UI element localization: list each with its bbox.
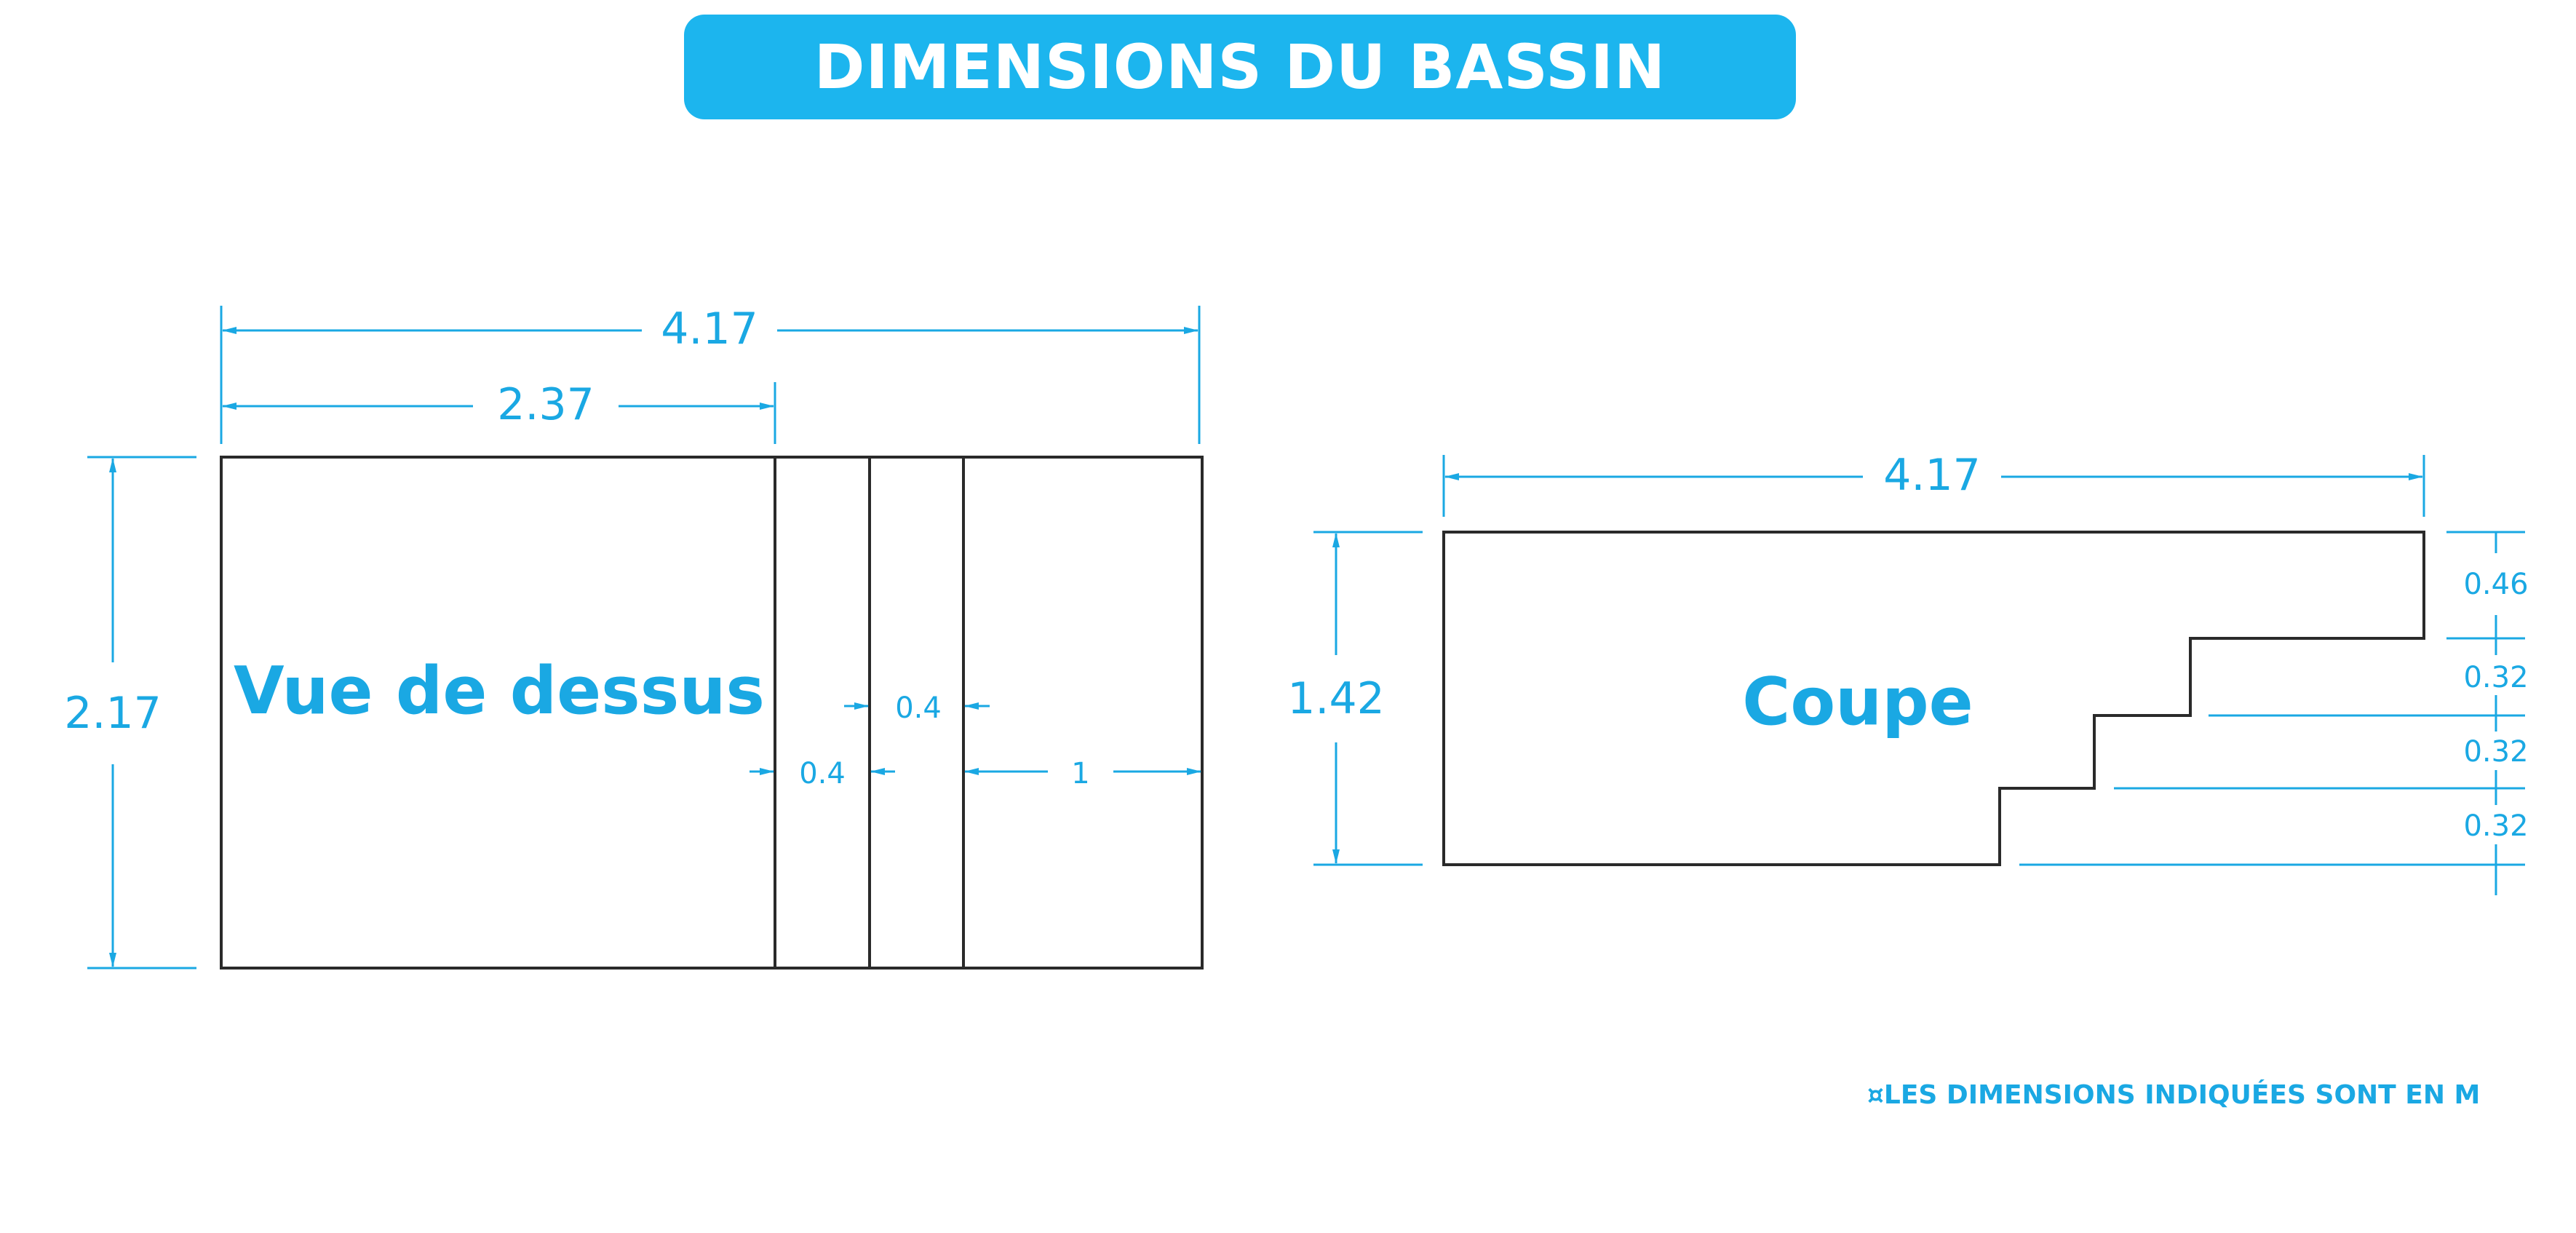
title-banner: DIMENSIONS DU BASSIN (684, 15, 1796, 119)
label-riser-4: 0.32 (2463, 809, 2528, 843)
label-riser-2: 0.32 (2463, 661, 2528, 694)
label-deep-length: 2.37 (497, 379, 595, 430)
page-title: DIMENSIONS DU BASSIN (814, 31, 1666, 103)
top-view-outline (220, 456, 1204, 970)
label-riser-3: 0.32 (2463, 735, 2528, 769)
section-view: 4.17 1.42 0.46 0.32 0.32 0.32 Coupe (1287, 450, 2529, 895)
top-view: 4.17 2.37 2.17 0.4 0.4 1 Vue de dessus (64, 304, 1204, 970)
label-step-2: 0.4 (799, 757, 846, 790)
section-view-label: Coupe (1742, 664, 1973, 740)
label-step-1: 0.4 (895, 691, 942, 725)
label-step-3: 1 (1071, 757, 1089, 790)
label-width: 2.17 (64, 688, 162, 739)
label-section-length: 4.17 (1883, 450, 1981, 501)
units-note: ¤LES DIMENSIONS INDIQUÉES SONT EN M (1867, 1080, 2481, 1110)
label-overall-length: 4.17 (661, 304, 758, 354)
label-total-depth: 1.42 (1287, 673, 1385, 724)
section-outline (1442, 531, 2425, 866)
label-riser-1: 0.46 (2463, 568, 2528, 601)
top-view-label: Vue de dessus (234, 653, 765, 729)
